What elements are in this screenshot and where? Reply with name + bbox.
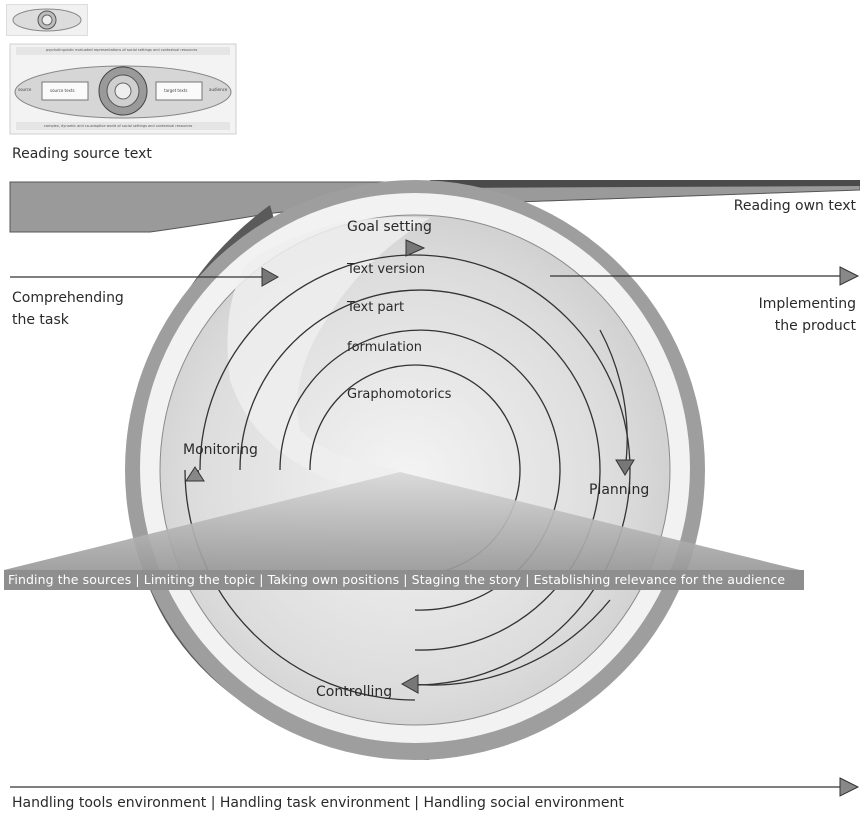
comprehending-label-line1: Comprehending [12, 290, 124, 306]
monitoring-label: Monitoring [183, 442, 258, 458]
thumbnail-left-box: source texts [50, 88, 75, 93]
thumbnail-bottom-caption: complex, dynamic and co-adaptive world o… [44, 124, 193, 128]
thumbnail-left-side: source [18, 87, 32, 92]
implementing-label-line1: Implementing [758, 296, 856, 312]
thumbnail-context-model: psycholinguistic evaluated representatio… [6, 42, 240, 136]
controlling-label: Controlling [316, 684, 393, 700]
thumbnail-small [6, 4, 88, 36]
grey-cone [4, 472, 800, 570]
thumbnail-big-graphic [9, 43, 237, 135]
monitoring-arrowhead [185, 466, 205, 482]
pale-wedge [227, 216, 430, 485]
planning-label: Planning [589, 482, 650, 498]
controlling-arrowhead [400, 674, 419, 694]
thumbnail-small-graphic [12, 8, 82, 32]
text-version-label: Text version [347, 262, 426, 277]
comprehending-arrowhead [261, 267, 280, 287]
reading-source-text-label: Reading source text [12, 146, 152, 162]
implementing-label-line2: the product [774, 318, 856, 334]
activities-banner [4, 570, 804, 590]
footer-environments-label: Handling tools environment | Handling ta… [12, 795, 624, 811]
concentric-arcs [184, 254, 631, 701]
reading-own-text-label: Reading own text [733, 198, 856, 214]
formulation-label: formulation [347, 340, 423, 355]
top-band-dark-strip [430, 180, 860, 188]
planning-arrowhead [615, 459, 635, 476]
thumbnail-right-side: audience [209, 87, 228, 92]
goal-setting-arrowhead [405, 239, 426, 257]
planning-arc [599, 329, 628, 471]
activities-banner-text: Finding the sources | Limiting the topic… [8, 572, 786, 587]
footer-arrowhead [839, 777, 860, 797]
comprehending-label-line2: the task [12, 312, 69, 328]
thumbnail-top-caption: psycholinguistic evaluated representatio… [46, 48, 198, 52]
goal-setting-label: Goal setting [347, 219, 432, 235]
implementing-arrowhead [839, 266, 860, 286]
controlling-arc [409, 599, 611, 686]
thumbnail-right-box: target texts [164, 88, 188, 93]
graphomotorics-label: Graphomotorics [347, 387, 452, 402]
text-part-label: Text part [347, 300, 405, 315]
